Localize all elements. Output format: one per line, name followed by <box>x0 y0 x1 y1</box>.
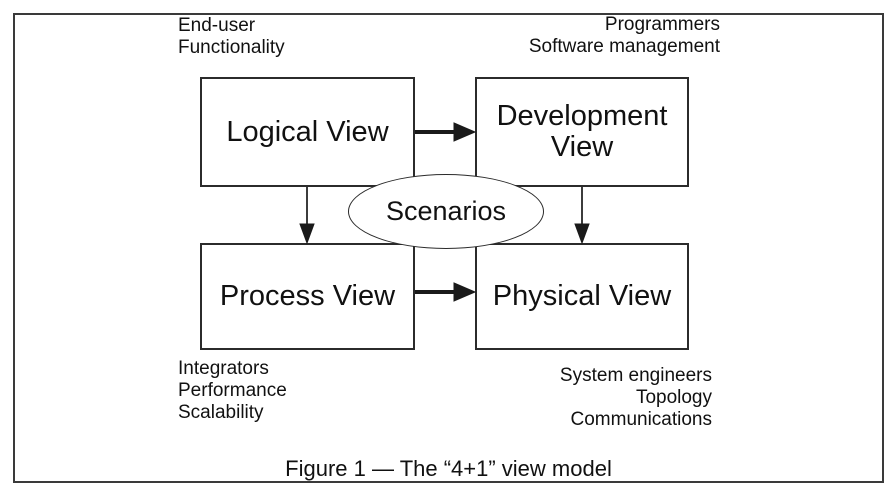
scenarios-label: Scenarios <box>385 196 507 226</box>
physical-view-label: Physical View <box>492 280 672 312</box>
figure-caption: Figure 1 — The “4+1” view model <box>285 456 612 481</box>
annotation-top-left: End-user Functionality <box>178 15 285 59</box>
annotation-line: Software management <box>528 36 720 57</box>
physical-view-box: Physical View <box>475 243 689 350</box>
process-view-box: Process View <box>200 243 415 350</box>
annotation-bottom-right: System engineers Topology Communications <box>560 365 712 431</box>
annotation-line: End-user <box>178 15 256 36</box>
process-view-label: Process View <box>219 280 396 312</box>
logical-view-box: Logical View <box>200 77 415 187</box>
annotation-line: Communications <box>570 409 713 430</box>
logical-view-label: Logical View <box>226 115 389 148</box>
development-view-box: Development View <box>475 77 689 187</box>
annotation-line: Scalability <box>178 402 264 423</box>
annotation-top-right: Programmers Software management <box>529 14 720 58</box>
annotation-line: Integrators <box>178 358 269 379</box>
annotation-line: Topology <box>635 387 712 408</box>
annotation-line: Programmers <box>604 14 720 35</box>
development-view-label: Development View <box>496 100 668 163</box>
annotation-bottom-left: Integrators Performance Scalability <box>178 358 287 424</box>
annotation-line: Functionality <box>178 37 285 58</box>
annotation-line: Performance <box>178 380 287 401</box>
scenarios-ellipse: Scenarios <box>348 174 544 249</box>
annotation-line: System engineers <box>559 365 712 386</box>
